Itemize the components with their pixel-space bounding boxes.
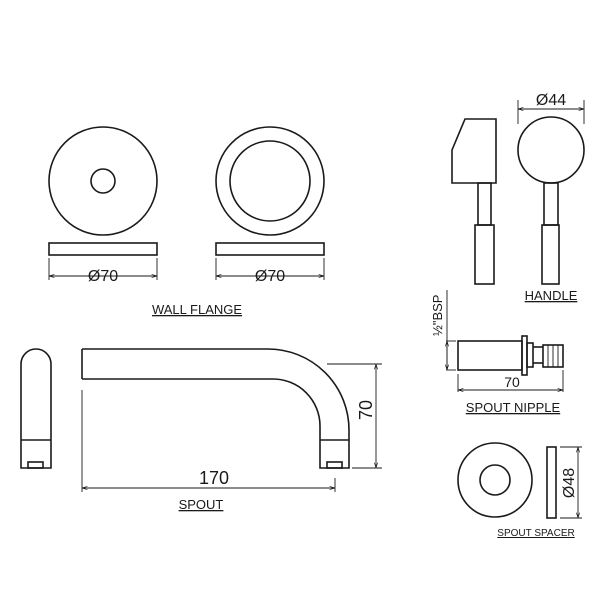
spout-nipple: ½"BSP 70	[430, 290, 564, 392]
spout-nipple-label: SPOUT NIPPLE	[466, 400, 561, 415]
wall-flange-plain: Ø70	[48, 126, 158, 285]
dim-handle: Ø44	[536, 92, 566, 109]
wall-flange-label: WALL FLANGE	[152, 302, 242, 317]
dim-spacer: Ø48	[561, 468, 578, 498]
dim-spout-height: 70	[356, 400, 376, 420]
handle-side-view	[451, 118, 497, 285]
spout-spacer-label: SPOUT SPACER	[497, 528, 574, 539]
dim-spout-length: 170	[199, 468, 229, 488]
spout-side-view	[20, 348, 52, 469]
dim-nipple-length: 70	[504, 374, 520, 390]
dim-flange-right: Ø70	[255, 268, 285, 285]
dim-nipple-thread: ½"BSP	[430, 295, 445, 336]
spout-spacer: Ø48	[457, 442, 582, 519]
spout-front-view: 170 70	[81, 348, 382, 492]
handle-front-view: Ø44	[517, 92, 585, 285]
wall-flange-ring: Ø70	[215, 126, 325, 285]
handle-label: HANDLE	[525, 288, 578, 303]
spout-label: SPOUT	[179, 497, 224, 512]
dim-flange-left: Ø70	[88, 268, 118, 285]
